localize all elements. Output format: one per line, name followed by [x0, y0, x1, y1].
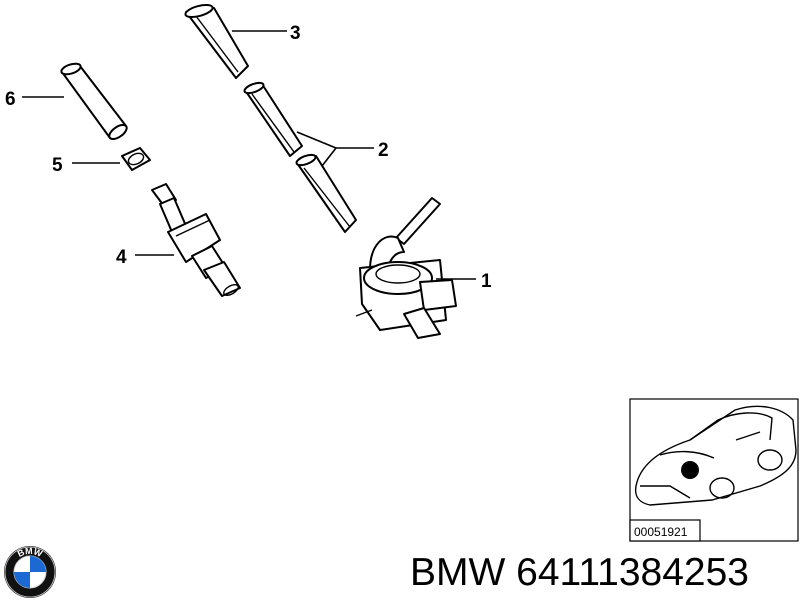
- callout-2: 2: [378, 140, 389, 161]
- part-5-clip[interactable]: [121, 147, 151, 171]
- locator-dot-icon: [681, 461, 699, 479]
- inset-code: 00051921: [634, 525, 688, 539]
- callout-4: 4: [116, 247, 127, 268]
- part-2-hose-upper[interactable]: [243, 81, 303, 157]
- part-2-hose-lower[interactable]: [295, 153, 357, 233]
- callout-5: 5: [52, 155, 63, 176]
- part-6-sleeve[interactable]: [60, 62, 129, 142]
- bmw-logo-icon: BMW: [4, 546, 56, 598]
- callout-1: 1: [481, 271, 492, 292]
- part-1-washer-pump[interactable]: [355, 197, 457, 339]
- vehicle-locator-inset: 00051921: [629, 398, 799, 542]
- part-3-hose[interactable]: [184, 3, 249, 79]
- car-outline-icon: [634, 405, 797, 506]
- callout-3: 3: [290, 23, 301, 44]
- brand-name: BMW: [410, 551, 506, 594]
- part-number: 64111384253: [516, 551, 749, 594]
- part-4-nozzle[interactable]: [151, 183, 241, 297]
- leader-2: [296, 131, 374, 167]
- part-number-caption: BMW 64111384253: [410, 548, 795, 598]
- callout-6: 6: [5, 89, 16, 110]
